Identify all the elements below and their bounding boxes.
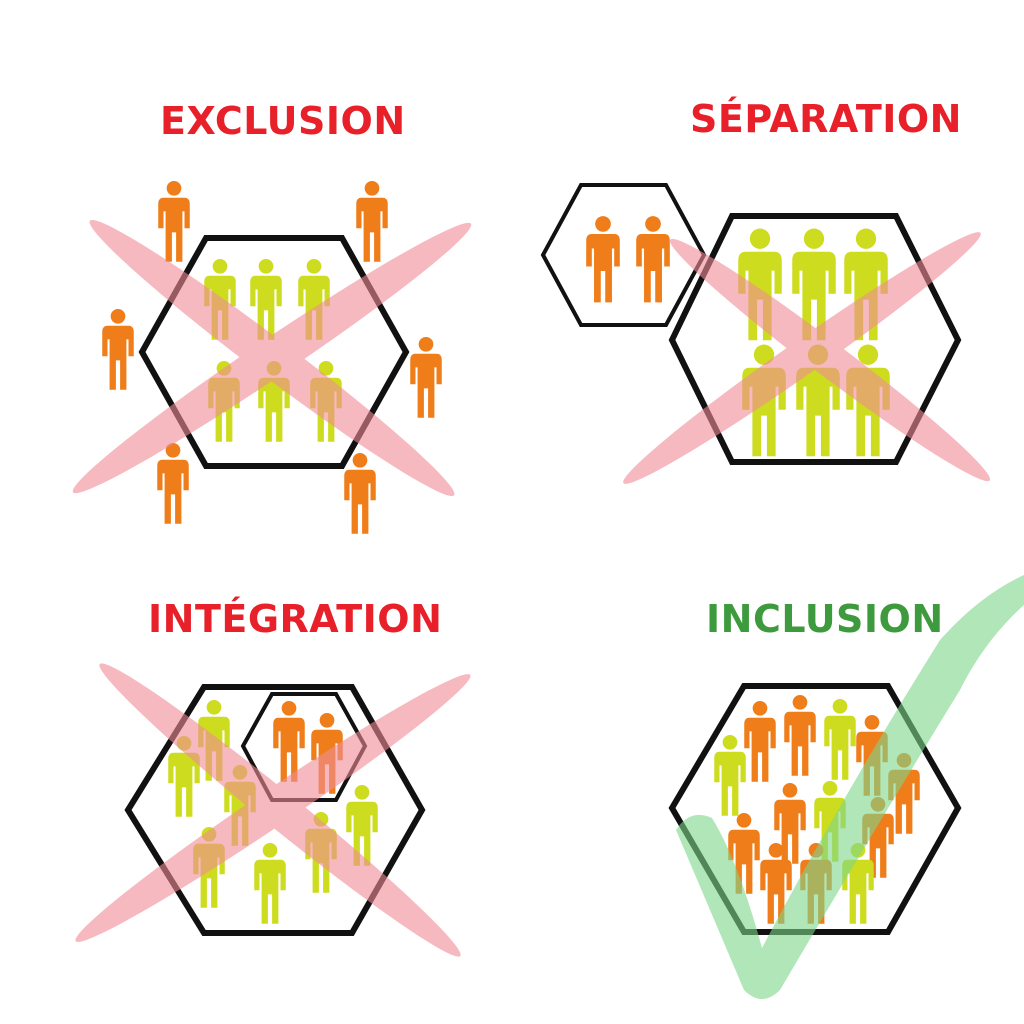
separation-title: SÉPARATION: [690, 97, 962, 141]
inclusion-panel: [668, 575, 1024, 999]
exclusion-hexagon: [138, 235, 410, 469]
person-icon: [157, 442, 189, 524]
exclusion-panel: [72, 180, 472, 534]
exclusion-title: EXCLUSION: [160, 99, 406, 143]
person-icon: [102, 308, 134, 390]
separation-panel: [540, 183, 991, 484]
main-hexagon: [668, 213, 962, 465]
check-mark-icon: [676, 575, 1024, 999]
person-icon: [158, 180, 190, 262]
cross-mark-icon: [75, 663, 471, 957]
person-icon: [824, 698, 856, 780]
cross-mark-icon: [623, 232, 991, 484]
person-icon: [714, 734, 746, 816]
integration-hexagon: [124, 684, 426, 936]
person-icon: [254, 842, 286, 924]
person-icon: [586, 216, 620, 303]
cross-mark-icon: [72, 219, 472, 497]
person-icon: [744, 700, 776, 782]
separated-people: [586, 216, 670, 303]
person-icon: [410, 336, 442, 418]
inclusion-title: INCLUSION: [706, 597, 944, 641]
person-icon: [784, 694, 816, 776]
integration-panel: [75, 663, 471, 957]
person-icon: [636, 216, 670, 303]
person-icon: [344, 452, 376, 534]
integration-title: INTÉGRATION: [148, 597, 443, 641]
person-icon: [356, 180, 388, 262]
